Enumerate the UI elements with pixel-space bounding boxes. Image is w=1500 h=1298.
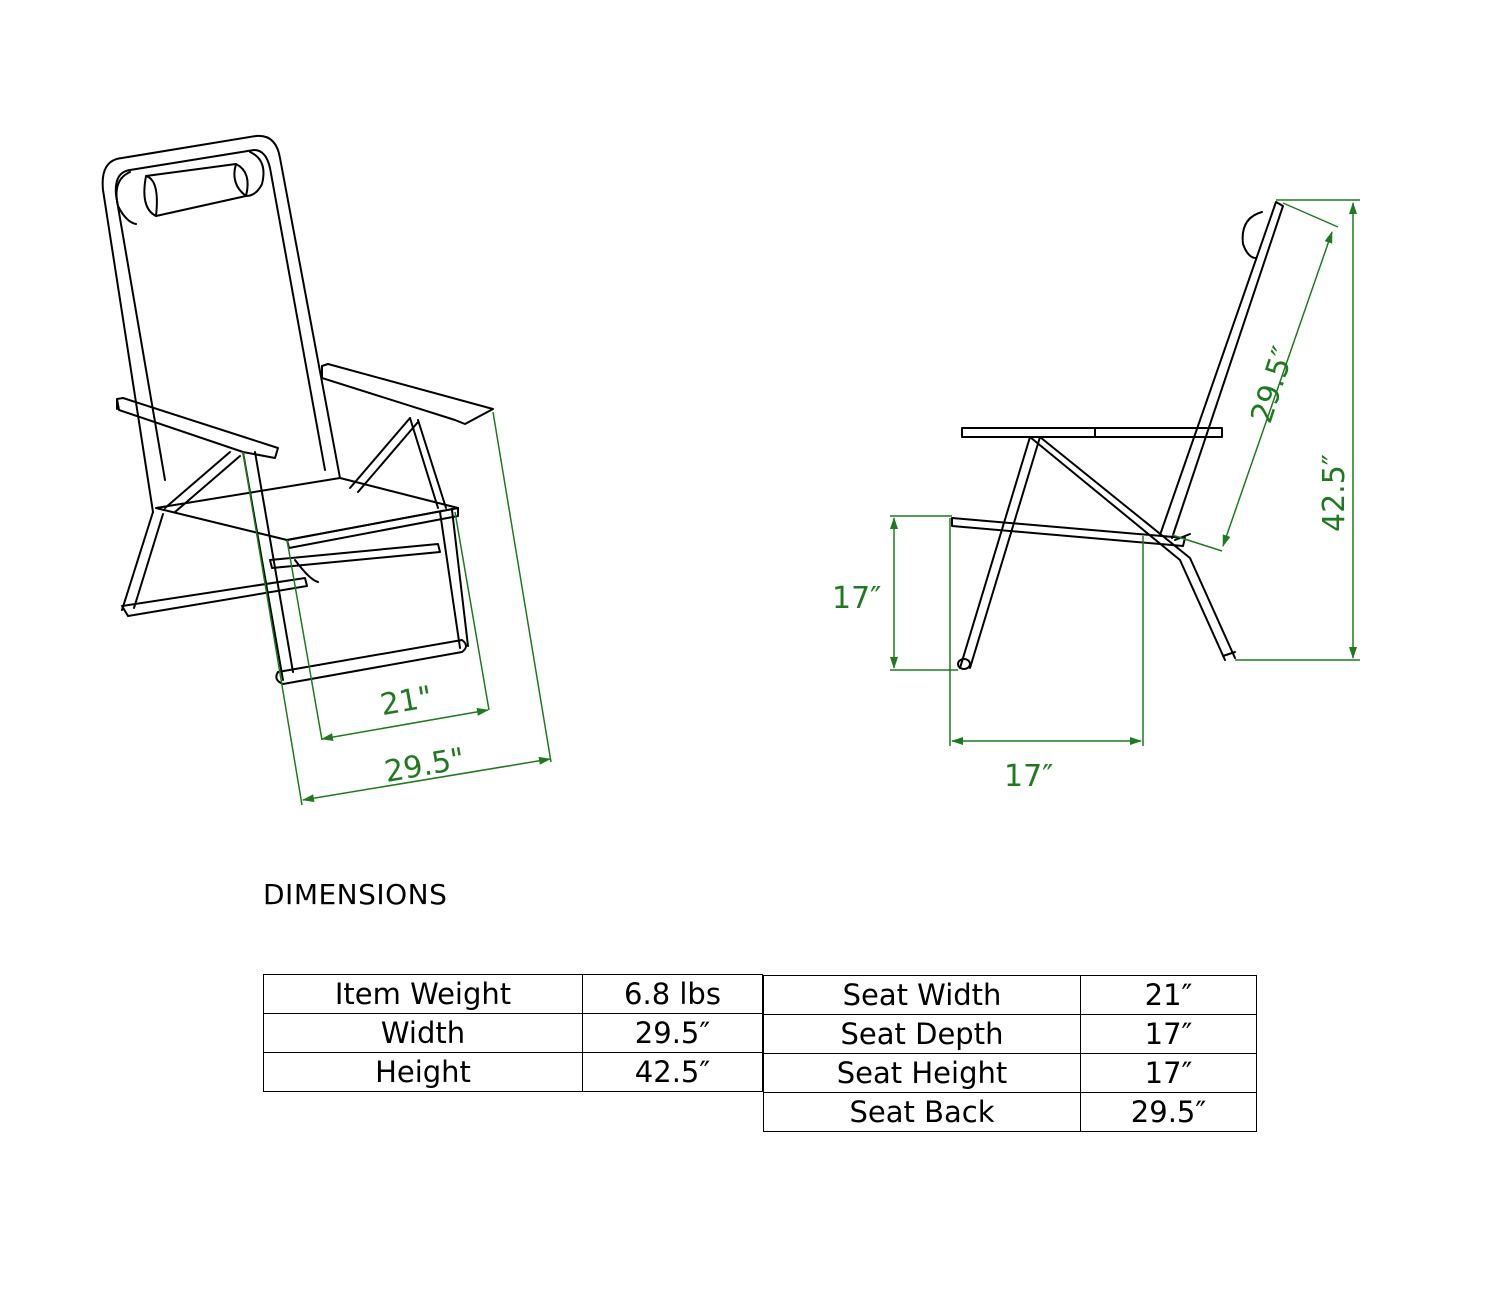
- side-front-leg: [959, 436, 1041, 669]
- spec-value: 6.8 lbs: [582, 974, 763, 1014]
- side-front-foot: [957, 658, 971, 670]
- spec-value: 17″: [1080, 1014, 1257, 1054]
- spec-value: 21″: [1080, 975, 1257, 1015]
- rear-base-rail: [121, 577, 308, 617]
- side-ext-back-bottom: [1171, 534, 1223, 552]
- front-base-rail: [275, 639, 467, 685]
- table-row: Seat Back 29.5″: [763, 1092, 1257, 1132]
- table-row: Seat Width 21″: [763, 975, 1257, 1015]
- seat-panel-front: [286, 507, 459, 549]
- spec-label: Item Weight: [263, 974, 583, 1014]
- side-rear-foot: [1222, 651, 1236, 657]
- side-ext-back-top: [1282, 202, 1339, 228]
- headrest-pillow: [143, 163, 249, 217]
- front-leg-right-2: [451, 509, 469, 647]
- spec-value: 29.5″: [582, 1013, 763, 1053]
- table-row: Seat Depth 17″: [763, 1014, 1257, 1054]
- rear-support: [294, 559, 319, 583]
- side-armrest: [961, 427, 1223, 438]
- table-row: Item Weight 6.8 lbs: [263, 974, 763, 1014]
- spec-table-right: Seat Width 21″ Seat Depth 17″ Seat Heigh…: [763, 975, 1257, 1132]
- label-side-seat-depth: 17″: [1004, 759, 1053, 794]
- dimensions-heading: DIMENSIONS: [263, 878, 448, 911]
- side-seat: [951, 517, 1186, 547]
- backrest-frame: [101, 134, 341, 513]
- side-dim-seat-back: [1222, 231, 1333, 547]
- front-dimensions: [242, 411, 552, 806]
- rear-right-leg: [409, 417, 447, 509]
- label-side-seat-height: 17″: [832, 581, 881, 616]
- backrest-corner-left: [115, 171, 137, 225]
- label-front-seat-width: 21": [378, 680, 435, 723]
- headrest-pillow-end: [145, 175, 158, 217]
- ext-line-b: [454, 511, 490, 711]
- front-leg-left-2: [254, 451, 294, 673]
- seat-panel: [155, 477, 459, 541]
- chair-side-view: [951, 201, 1284, 670]
- label-front-overall-width: 29.5": [382, 741, 467, 789]
- label-side-seat-back: 29.5″: [1244, 342, 1301, 427]
- front-leg-right: [439, 511, 461, 649]
- spec-label: Seat Height: [763, 1053, 1081, 1093]
- spec-table-left: Item Weight 6.8 lbs Width 29.5″ Height 4…: [263, 974, 763, 1092]
- armrest-right: [321, 363, 494, 425]
- spec-label: Seat Depth: [763, 1014, 1081, 1054]
- table-row: Height 42.5″: [263, 1052, 763, 1092]
- rear-leg-left: [121, 511, 154, 611]
- ext-line-d: [492, 411, 552, 763]
- ext-line-c: [242, 451, 303, 806]
- side-rear-leg: [1029, 436, 1236, 661]
- rear-leg-left-2: [133, 513, 164, 609]
- side-hinge: [1174, 533, 1191, 541]
- dim-line-seat-width: [321, 707, 489, 742]
- ext-line-a: [286, 539, 323, 741]
- table-row: Seat Height 17″: [763, 1053, 1257, 1093]
- label-side-overall-height: 42.5″: [1317, 454, 1352, 532]
- backrest-inner: [114, 149, 326, 481]
- armrest-left: [116, 397, 279, 459]
- side-dimensions: [890, 199, 1360, 746]
- backrest-corner-right: [245, 151, 265, 197]
- spec-value: 17″: [1080, 1053, 1257, 1093]
- front-cross-rail: [269, 543, 441, 569]
- headrest-pillow-end2: [233, 163, 247, 197]
- dim-line-overall-width: [302, 756, 551, 803]
- brace-right: [349, 417, 419, 493]
- chair-front-view: [101, 134, 494, 685]
- spec-label: Seat Back: [763, 1092, 1081, 1132]
- spec-label: Width: [263, 1013, 583, 1053]
- table-row: Width 29.5″: [263, 1013, 763, 1053]
- brace-left: [164, 451, 241, 513]
- spec-value: 29.5″: [1080, 1092, 1257, 1132]
- spec-value: 42.5″: [582, 1052, 763, 1092]
- spec-label: Height: [263, 1052, 583, 1092]
- spec-label: Seat Width: [763, 975, 1081, 1015]
